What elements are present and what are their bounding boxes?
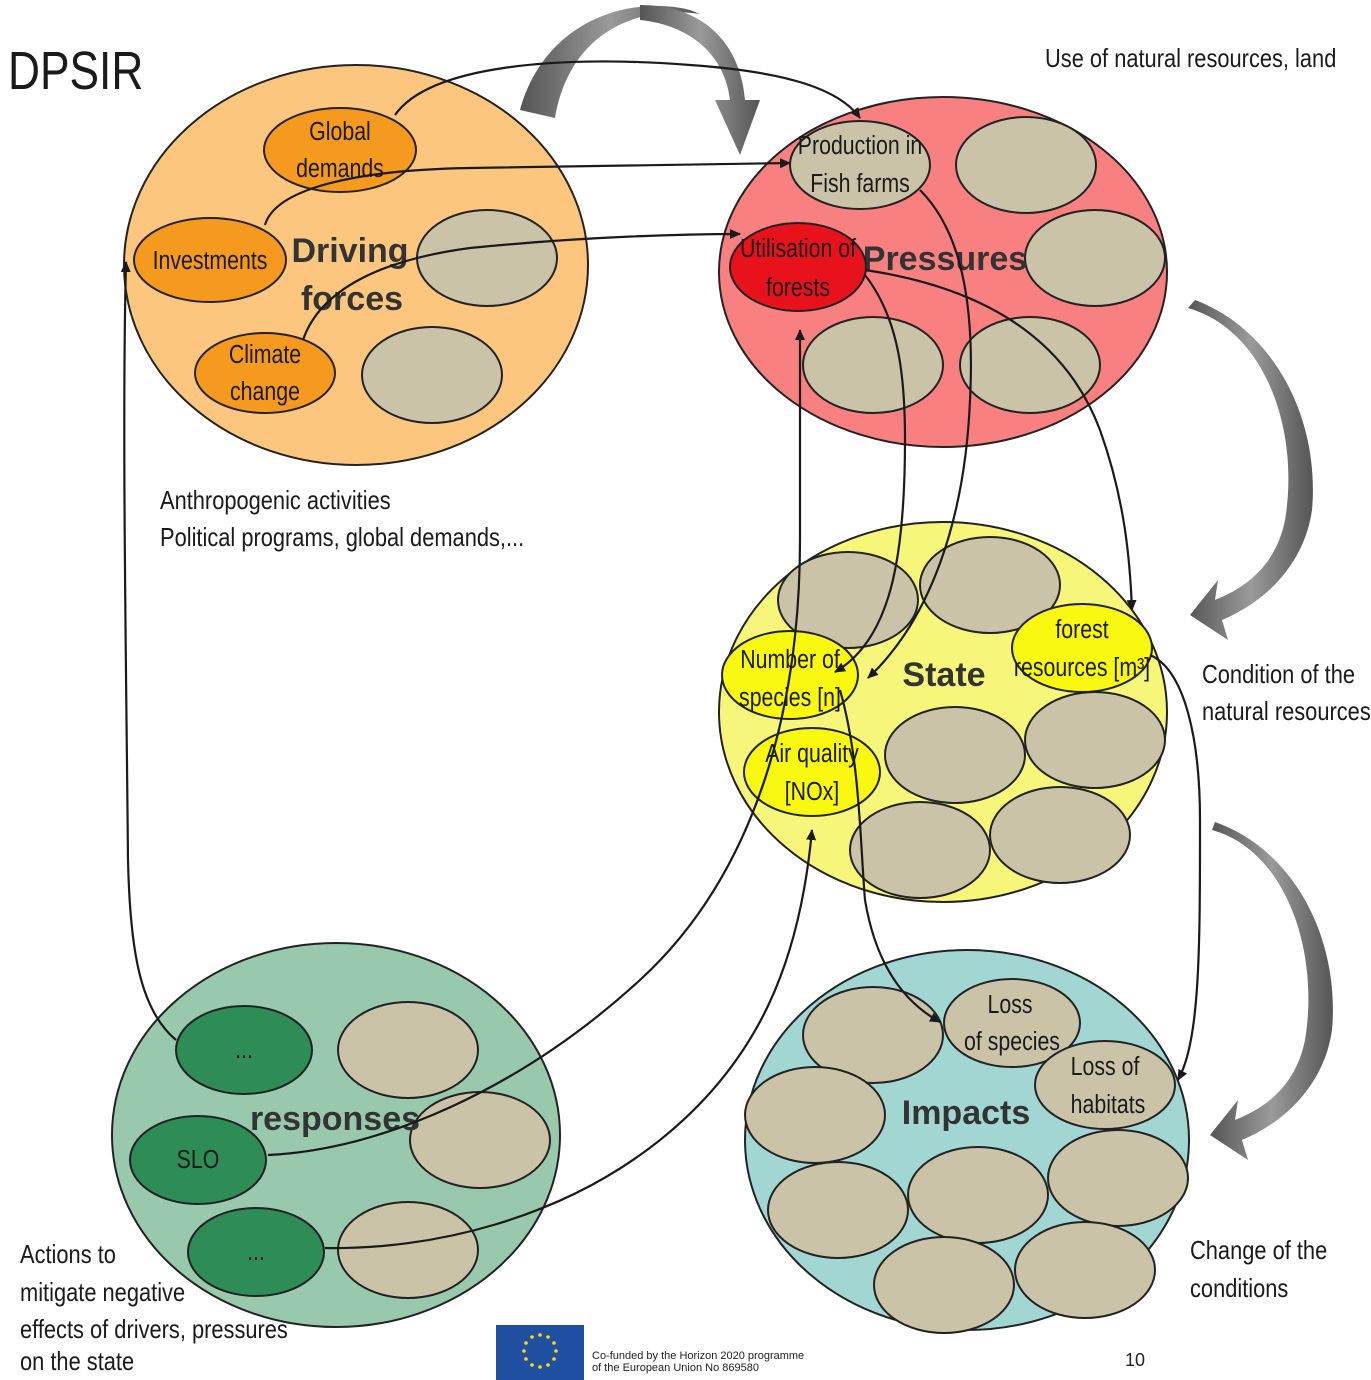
node-global-demands: Global demands bbox=[263, 107, 417, 193]
node-production-fish-farms: Production in Fish farms bbox=[789, 120, 931, 210]
placeholder-node bbox=[884, 706, 1026, 804]
driving-note-line-2: Political programs, global demands,... bbox=[160, 522, 525, 552]
arrow-utilisation-to-forest-resources bbox=[864, 268, 1137, 611]
responses-label: responses bbox=[250, 1100, 420, 1138]
placeholder-node bbox=[919, 536, 1061, 634]
impacts-note-line-2: conditions bbox=[1190, 1273, 1289, 1303]
funding-line-1: Co-funded by the Horizon 2020 programme bbox=[592, 1350, 805, 1362]
eu-flag-logo bbox=[496, 1325, 584, 1380]
node-loss-of-species: Loss of species bbox=[943, 978, 1081, 1068]
svg-text:forests: forests bbox=[766, 273, 830, 303]
node-loss-of-habitats: Loss of habitats bbox=[1034, 1040, 1176, 1130]
svg-text:Global: Global bbox=[309, 117, 371, 147]
svg-text:...: ... bbox=[247, 1237, 265, 1267]
placeholder-node bbox=[744, 1066, 886, 1164]
driving-forces-label-2: forces bbox=[301, 280, 403, 318]
pressures-label: Pressures bbox=[863, 240, 1027, 278]
placeholder-node bbox=[337, 1001, 479, 1099]
svg-text:habitats: habitats bbox=[1071, 1090, 1146, 1120]
svg-text:demands: demands bbox=[296, 154, 384, 184]
placeholder-node bbox=[1047, 1129, 1189, 1227]
placeholder-node bbox=[907, 1146, 1049, 1244]
node-response-top: ... bbox=[175, 1005, 313, 1095]
placeholder-node bbox=[802, 986, 944, 1084]
node-forest-resources: forest resources [m³] bbox=[1011, 603, 1153, 693]
funding-line-2: of the European Union No 869580 bbox=[592, 1362, 759, 1374]
node-response-slo: SLO bbox=[129, 1115, 267, 1205]
responses-note-line-4: on the state bbox=[20, 1346, 135, 1376]
impacts-label: Impacts bbox=[902, 1094, 1031, 1132]
placeholder-node bbox=[361, 326, 503, 424]
placeholder-node bbox=[409, 1091, 551, 1189]
svg-text:Loss of: Loss of bbox=[1071, 1052, 1140, 1082]
state-label: State bbox=[902, 656, 985, 694]
arrow-utilisation-to-number-species bbox=[834, 274, 907, 673]
placeholder-node bbox=[1024, 691, 1166, 789]
page-number: 10 bbox=[1125, 1350, 1146, 1370]
svg-text:SLO: SLO bbox=[177, 1145, 220, 1175]
state-note-line-1: Condition of the bbox=[1202, 659, 1355, 689]
svg-text:Utilisation of: Utilisation of bbox=[740, 234, 856, 264]
svg-text:Air quality: Air quality bbox=[765, 739, 859, 769]
arrow-number-species-to-loss-species bbox=[838, 689, 941, 1023]
responses-note-line-3: effects of drivers, pressures bbox=[20, 1314, 288, 1344]
placeholder-node bbox=[802, 316, 944, 414]
svg-text:Climate: Climate bbox=[229, 340, 301, 370]
funding-footer: Co-funded by the Horizon 2020 programme … bbox=[592, 1350, 804, 1374]
arrow-investments-to-production bbox=[263, 158, 791, 226]
svg-text:Production in: Production in bbox=[798, 131, 922, 161]
svg-text:resources [m³]: resources [m³] bbox=[1014, 653, 1150, 683]
node-response-bottom: ... bbox=[187, 1207, 325, 1297]
svg-text:of species: of species bbox=[964, 1027, 1060, 1057]
arrow-response-bottom-to-air-quality bbox=[324, 829, 817, 1250]
page-title: DPSIR bbox=[8, 41, 144, 101]
placeholder-node bbox=[873, 1236, 1015, 1334]
placeholder-node bbox=[777, 551, 919, 649]
pressures-note: Use of natural resources, land bbox=[1045, 43, 1337, 73]
arrow-slo-to-utilisation bbox=[267, 329, 805, 1157]
placeholder-node bbox=[989, 786, 1131, 884]
placeholder-node bbox=[337, 1201, 479, 1299]
driving-forces-label-1: Driving bbox=[291, 232, 408, 270]
connector-group bbox=[120, 60, 1202, 1250]
flow-arrow-pressures-to-state bbox=[1188, 300, 1313, 640]
svg-text:change: change bbox=[230, 377, 300, 407]
state-note-line-2: natural resources bbox=[1202, 696, 1371, 726]
svg-text:Fish farms: Fish farms bbox=[810, 169, 910, 199]
flow-arrow-state-to-impacts bbox=[1210, 822, 1333, 1160]
placeholder-node bbox=[1024, 209, 1166, 307]
node-utilisation-of-forests: Utilisation of forests bbox=[729, 222, 867, 312]
node-climate-change: Climate change bbox=[194, 332, 336, 414]
placeholder-node bbox=[959, 316, 1101, 414]
svg-text:Investments: Investments bbox=[153, 246, 268, 276]
svg-text:[NOx]: [NOx] bbox=[785, 777, 839, 807]
svg-text:forest: forest bbox=[1055, 615, 1109, 645]
placeholder-node bbox=[849, 801, 991, 899]
svg-text:Loss: Loss bbox=[988, 990, 1033, 1020]
responses-note-line-2: mitigate negative bbox=[20, 1277, 186, 1307]
arrow-response-top-to-investments bbox=[120, 261, 177, 1041]
node-investments: Investments bbox=[133, 217, 287, 303]
arrow-climate-to-utilisation bbox=[301, 229, 741, 341]
node-air-quality: Air quality [NOx] bbox=[743, 727, 881, 817]
impacts-note-line-1: Change of the bbox=[1190, 1235, 1328, 1265]
driving-note-line-1: Anthropogenic activities bbox=[160, 485, 391, 515]
placeholder-node bbox=[767, 1161, 909, 1259]
flow-arrow-driving-to-pressures bbox=[520, 5, 760, 155]
placeholder-node bbox=[416, 209, 558, 307]
placeholder-node bbox=[1014, 1221, 1156, 1319]
arrow-production-to-number-species bbox=[867, 189, 973, 679]
arrow-global-demands-to-production bbox=[394, 60, 861, 119]
placeholder-node bbox=[955, 116, 1097, 214]
arrow-forest-resources-to-loss-habitats bbox=[1149, 653, 1202, 1081]
svg-text:species [n]: species [n] bbox=[739, 683, 841, 713]
placeholder-group bbox=[337, 116, 1189, 1334]
svg-text:...: ... bbox=[235, 1035, 253, 1065]
responses-note-line-1: Actions to bbox=[20, 1239, 116, 1269]
